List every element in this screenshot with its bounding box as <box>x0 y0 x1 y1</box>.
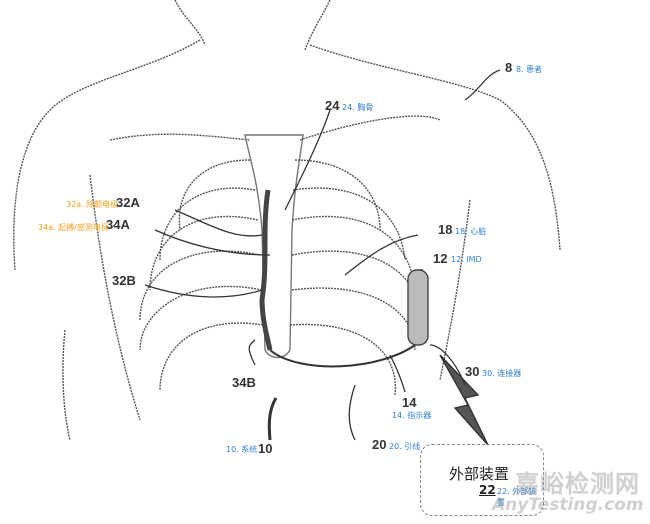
ribs-left <box>139 159 264 391</box>
label-8-text: 8. 患者 <box>516 65 543 74</box>
external-device-text: 22. 外部装置 <box>497 487 537 507</box>
label-20-text: 20. 引线 <box>389 442 421 451</box>
watermark-en: AnyTesting.com <box>492 495 644 515</box>
shoulder-left <box>13 39 201 271</box>
label-12-number: 12 <box>433 251 448 266</box>
clavicles <box>109 115 441 141</box>
label-14-text: 14. 指示器 <box>392 411 432 420</box>
label-32a-text: 32a. 除颤电极 <box>66 200 119 209</box>
sternum <box>244 134 304 359</box>
external-device-title: 外部装置 <box>449 465 510 483</box>
label-30-number: 30 <box>465 364 480 379</box>
lead-path <box>269 344 416 368</box>
arm-left <box>62 174 141 441</box>
label-8-number: 8 <box>505 60 513 75</box>
label-32b-number: 32B <box>112 273 136 288</box>
label-30-text: 30. 连接器 <box>482 369 522 378</box>
leader-lines <box>144 69 501 441</box>
label-12-text: 12. IMD <box>451 255 482 264</box>
label-14-number: 14 <box>402 395 417 410</box>
label-24-number: 24 <box>325 98 340 113</box>
system-arrow <box>267 397 278 441</box>
neck-outline <box>174 0 331 51</box>
label-10-number: 10 <box>258 441 273 456</box>
label-34b-number: 34B <box>232 375 256 390</box>
label-24-text: 24. 胸骨 <box>342 103 374 112</box>
imd-device <box>407 269 429 346</box>
label-18-text: 18. 心脏 <box>455 227 487 236</box>
wireless-bolt-icon <box>439 354 489 446</box>
shoulder-right <box>309 44 561 251</box>
label-18-number: 18 <box>438 222 453 237</box>
label-20-number: 20 <box>372 437 387 452</box>
external-device-number: 22 <box>479 483 496 497</box>
label-32a-number: 32A <box>116 195 140 210</box>
watermark-cn: 嘉峪检测网 <box>515 470 640 498</box>
external-device-box: 外部装置 22 22. 外部装置 <box>420 444 544 516</box>
label-34a-text: 34a. 起搏/感测电极 <box>38 223 109 232</box>
label-10-text: 10. 系统 <box>226 445 258 454</box>
lead-body <box>259 189 273 351</box>
arm-right <box>439 199 471 381</box>
label-34a-number: 34A <box>106 217 130 232</box>
ribs-right <box>289 159 421 396</box>
